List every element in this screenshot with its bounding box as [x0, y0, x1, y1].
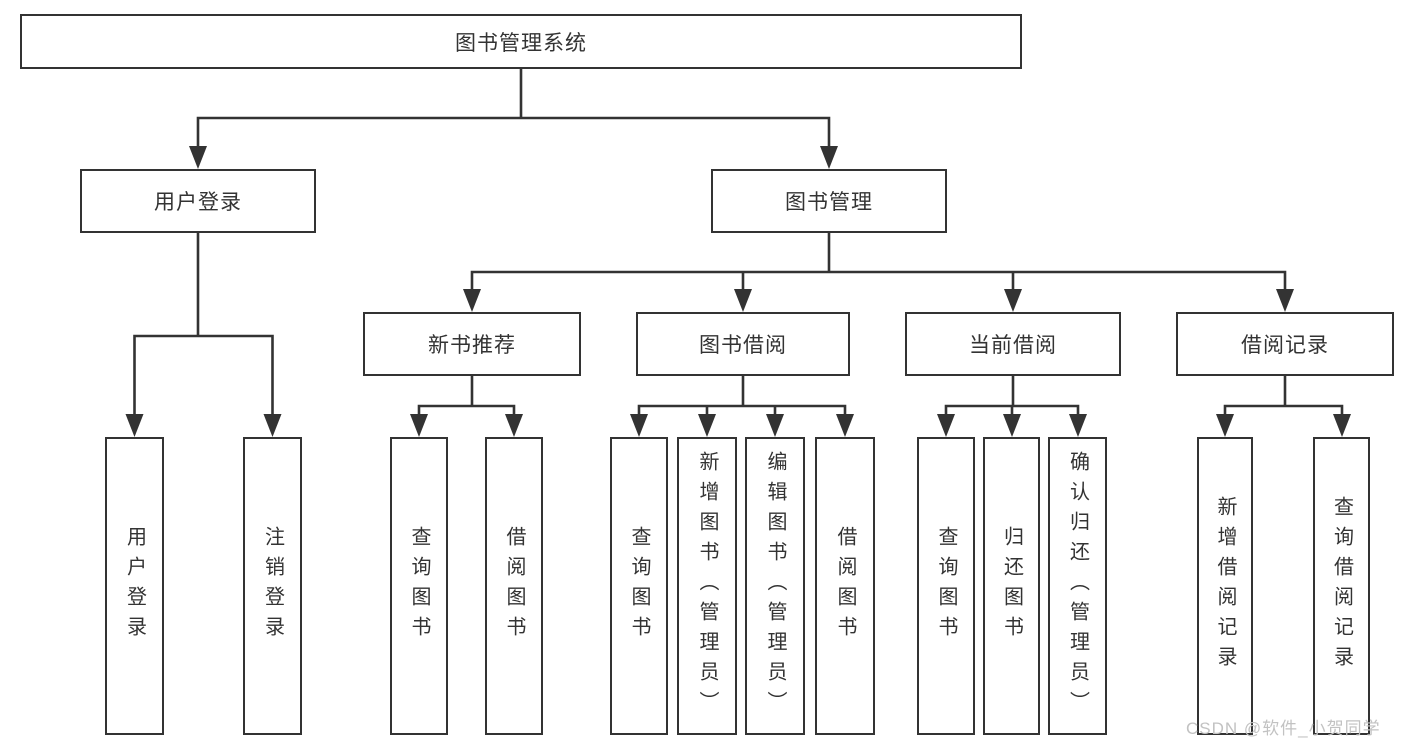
arrowhead: [463, 289, 481, 312]
leaf-label: 归还图书: [1000, 526, 1023, 646]
connector-lines: [133, 231, 274, 420]
leaf-bb-query-books: 查询图书: [610, 437, 668, 735]
arrowhead: [820, 146, 838, 169]
node-library-management-system: 图书管理系统: [20, 14, 1022, 69]
leaf-br-query-record: 查询借阅记录: [1313, 437, 1370, 735]
arrowhead: [1069, 414, 1087, 437]
node-current-borrow: 当前借阅: [905, 312, 1121, 376]
node-label: 当前借阅: [969, 334, 1057, 357]
node-book-management: 图书管理: [711, 169, 947, 233]
node-label: 新书推荐: [428, 334, 516, 357]
connector-lines: [417, 374, 516, 420]
leaf-label: 用户登录: [123, 526, 146, 646]
connector-lines: [470, 231, 1287, 294]
leaf-user-login: 用户登录: [105, 437, 164, 735]
leaf-bb-add-books-admin: 新增图书（管理员）: [677, 437, 737, 735]
arrowhead: [1004, 289, 1022, 312]
connector-lines: [196, 67, 831, 152]
leaf-label: 编辑图书（管理员）: [764, 451, 786, 721]
arrowhead: [836, 414, 854, 437]
arrowhead: [1003, 414, 1021, 437]
arrowhead: [505, 414, 523, 437]
leaf-label: 借阅图书: [834, 526, 856, 646]
arrowhead: [1333, 414, 1351, 437]
leaf-cb-query-books: 查询图书: [917, 437, 975, 735]
leaf-label: 查询图书: [628, 526, 650, 646]
node-label: 借阅记录: [1241, 334, 1329, 357]
leaf-bb-edit-books-admin: 编辑图书（管理员）: [745, 437, 805, 735]
node-book-borrow: 图书借阅: [636, 312, 850, 376]
leaf-cb-return-books: 归还图书: [983, 437, 1040, 735]
node-label: 图书管理: [785, 191, 873, 214]
node-label: 用户登录: [154, 191, 242, 214]
leaf-label: 查询图书: [935, 526, 957, 646]
arrowhead: [189, 146, 207, 169]
leaf-label: 新增图书（管理员）: [696, 451, 718, 721]
leaf-label: 查询图书: [408, 526, 430, 646]
connector-lines: [944, 374, 1080, 420]
leaf-nb-borrow-books: 借阅图书: [485, 437, 543, 735]
arrowhead: [410, 414, 428, 437]
leaf-br-add-record: 新增借阅记录: [1197, 437, 1253, 735]
arrowhead: [766, 414, 784, 437]
leaf-label: 注销登录: [261, 526, 284, 646]
connector-lines: [637, 374, 847, 420]
node-label: 图书管理系统: [455, 31, 587, 55]
node-borrow-records: 借阅记录: [1176, 312, 1394, 376]
arrowhead: [263, 414, 282, 437]
arrowhead: [630, 414, 648, 437]
arrowhead: [125, 414, 144, 437]
leaf-label: 确认归还（管理员）: [1066, 451, 1089, 721]
node-label: 图书借阅: [699, 334, 787, 357]
leaf-logout-login: 注销登录: [243, 437, 302, 735]
connector-lines: [1223, 374, 1344, 420]
leaf-cb-confirm-return-admin: 确认归还（管理员）: [1048, 437, 1107, 735]
arrowhead: [937, 414, 955, 437]
csdn-watermark: CSDN @软件_小贺同学: [1186, 719, 1381, 738]
node-new-book-recommend: 新书推荐: [363, 312, 581, 376]
leaf-bb-borrow-books: 借阅图书: [815, 437, 875, 735]
leaf-nb-query-books: 查询图书: [390, 437, 448, 735]
leaf-label: 借阅图书: [503, 526, 525, 646]
node-user-login: 用户登录: [80, 169, 316, 233]
arrowhead: [698, 414, 716, 437]
arrowhead: [1276, 289, 1294, 312]
arrowhead: [734, 289, 752, 312]
leaf-label: 查询借阅记录: [1330, 496, 1353, 676]
arrowhead: [1216, 414, 1234, 437]
leaf-label: 新增借阅记录: [1214, 496, 1236, 676]
